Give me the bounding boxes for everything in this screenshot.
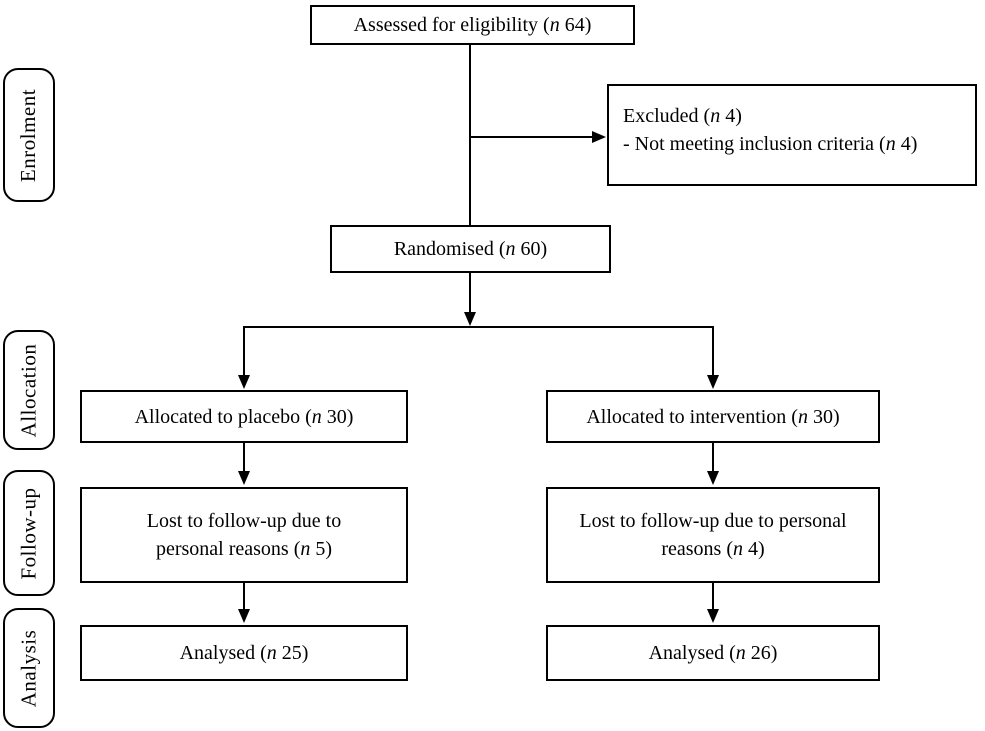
stage-box-analysis: Analysis — [3, 608, 55, 728]
lost-intervention-text-line2: reasons (n 4) — [661, 538, 765, 560]
randomised-text: Randomised (n 60) — [393, 238, 548, 260]
stage-label-follow-up: Follow-up — [16, 486, 41, 580]
assessed-text: Assessed for eligibility (n 64) — [353, 14, 592, 36]
randomised-box: Randomised (n 60) — [330, 225, 611, 273]
analysed-intervention-box: Analysed (n 26) — [546, 625, 880, 681]
allocated-intervention-text: Allocated to intervention (n 30) — [586, 405, 840, 428]
lost-intervention-text-line1: Lost to follow-up due to personal — [579, 510, 847, 532]
analysed-placebo-box: Analysed (n 25) — [80, 625, 408, 681]
lost-placebo-text-line1: Lost to follow-up due to — [146, 510, 342, 532]
lost-placebo-text-line2: personal reasons (n 5) — [155, 538, 333, 560]
stage-label-allocation: Allocation — [16, 343, 41, 437]
allocated-intervention-box: Allocated to intervention (n 30) — [546, 390, 880, 443]
stage-box-follow-up: Follow-up — [3, 470, 55, 596]
excluded-box: Excluded (n 4) - Not meeting inclusion c… — [607, 84, 977, 186]
stage-box-allocation: Allocation — [3, 330, 55, 450]
allocated-placebo-box: Allocated to placebo (n 30) — [80, 390, 408, 443]
analysed-intervention-text: Analysed (n 26) — [648, 642, 778, 664]
allocated-placebo-text: Allocated to placebo (n 30) — [134, 405, 354, 428]
excluded-text-line2: - Not meeting inclusion criteria (n 4) — [623, 133, 918, 155]
stage-label-enrolment: Enrolment — [16, 88, 41, 182]
excluded-text-line1: Excluded (n 4) — [623, 105, 742, 127]
stage-box-enrolment: Enrolment — [3, 68, 55, 202]
analysed-placebo-text: Analysed (n 25) — [179, 642, 309, 664]
stage-label-analysis: Analysis — [16, 629, 41, 707]
lost-to-follow-up-intervention-box: Lost to follow-up due to personal reason… — [546, 487, 880, 583]
assessed-for-eligibility-box: Assessed for eligibility (n 64) — [310, 5, 635, 45]
lost-to-follow-up-placebo-box: Lost to follow-up due to personal reason… — [80, 487, 408, 583]
